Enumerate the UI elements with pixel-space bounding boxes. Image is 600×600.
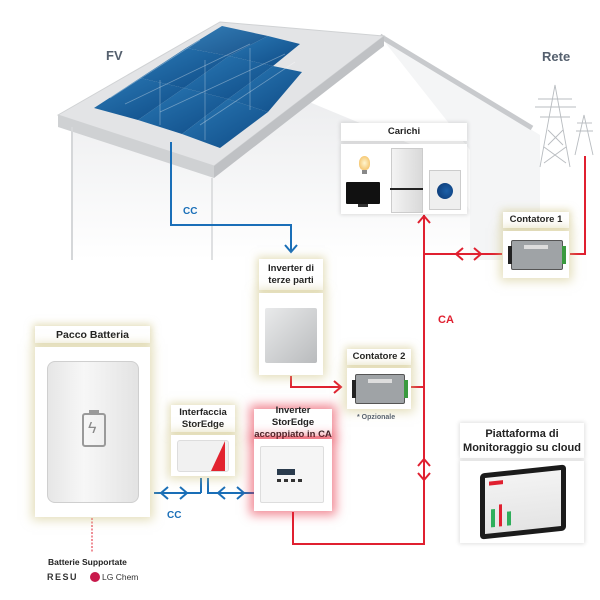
- ac-label: CA: [438, 314, 454, 326]
- grid-label: Rete: [542, 49, 571, 64]
- meter2-card: [347, 368, 411, 409]
- washing-machine-icon: [429, 170, 461, 210]
- lg-logo-icon: [90, 572, 100, 582]
- arrow-down-icon: [284, 244, 298, 254]
- arrow-down-icon: [417, 472, 431, 482]
- arrow-up-icon: [417, 214, 431, 224]
- storedge-interface-card: [171, 435, 235, 476]
- power-tower-icon: [535, 84, 594, 168]
- meter-device-icon: [508, 240, 566, 270]
- arrow-right-icon: [236, 486, 246, 500]
- meter2-title: Contatore 2: [347, 349, 411, 365]
- storedge-inverter-device-icon: [260, 446, 324, 503]
- tablet-dashboard-icon: [480, 464, 566, 540]
- arrow-right-icon: [179, 486, 189, 500]
- battery-charging-icon: ϟ: [82, 410, 106, 447]
- meter2-optional-note: * Opzionale: [357, 414, 396, 421]
- arrow-left-icon: [159, 486, 169, 500]
- loads-title: Carichi: [341, 123, 467, 141]
- dc-label-top: CC: [183, 206, 198, 217]
- meter1-title: Contatore 1: [503, 212, 569, 228]
- tv-icon: [346, 182, 380, 204]
- pv-label: FV: [106, 48, 123, 63]
- solar-panel: [94, 26, 302, 148]
- battery-pack-card: ϟ: [35, 347, 150, 517]
- arrow-right-icon: [333, 380, 343, 394]
- battery-device: ϟ: [47, 361, 139, 503]
- meter1-card: [503, 231, 569, 278]
- battery-pack-title: Pacco Batteria: [35, 326, 150, 343]
- resu-logo: RESU: [47, 572, 79, 582]
- arrow-right-icon: [473, 247, 483, 261]
- refrigerator-icon: [391, 148, 423, 213]
- house-gable: [380, 36, 540, 260]
- inverter-device-icon: [265, 308, 317, 363]
- third-party-inverter-card: [259, 293, 323, 375]
- meter-device-icon: [352, 374, 408, 404]
- supported-batteries-title: Batterie Supportate: [48, 557, 127, 567]
- storedge-inverter-card: [254, 439, 332, 511]
- arrow-up-icon: [417, 457, 431, 467]
- arrow-left-icon: [454, 247, 464, 261]
- interface-device-icon: [177, 440, 229, 472]
- dc-line-pv: [170, 142, 292, 252]
- dc-label-bottom: CC: [167, 510, 182, 521]
- lgchem-logo: LG Chem: [102, 572, 139, 582]
- arrow-left-icon: [216, 486, 226, 500]
- cloud-platform-card: [460, 461, 584, 543]
- light-bulb-icon: [359, 156, 370, 170]
- loads-card: [341, 144, 467, 214]
